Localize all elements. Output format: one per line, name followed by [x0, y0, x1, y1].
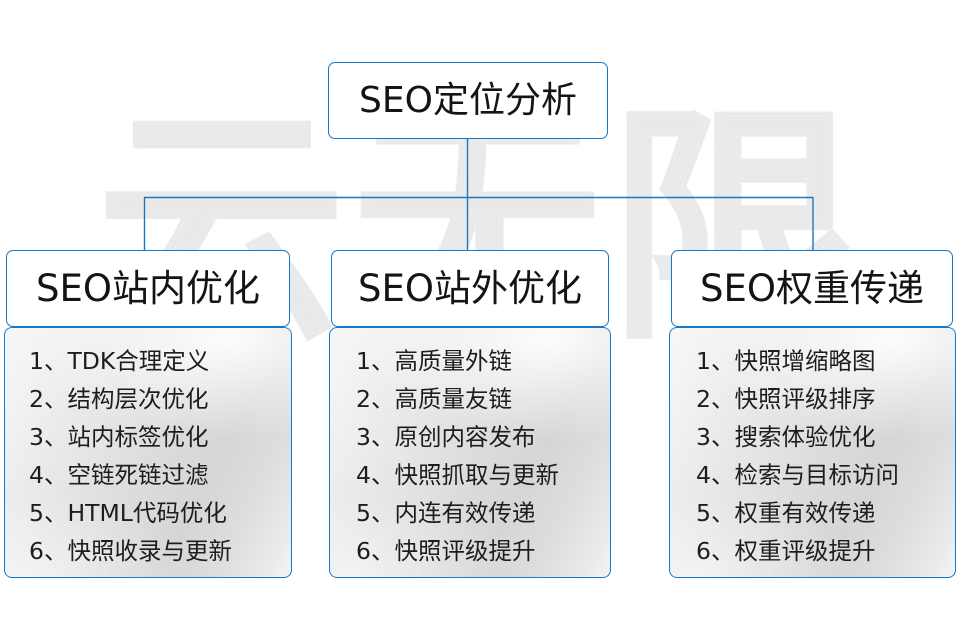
list-item[interactable]: 4、检索与目标访问	[696, 461, 899, 489]
list-item[interactable]: 2、高质量友链	[356, 385, 512, 413]
list-item[interactable]: 2、快照评级排序	[696, 385, 876, 413]
branch-node-3-title: SEO权重传递	[700, 267, 924, 310]
list-item[interactable]: 6、权重评级提升	[696, 537, 876, 565]
branch-1-item-list: 1、TDK合理定义 2、结构层次优化 3、站内标签优化 4、空链死链过滤 5、H…	[5, 342, 291, 570]
list-item[interactable]: 6、快照评级提升	[356, 537, 536, 565]
list-item[interactable]: 3、站内标签优化	[29, 423, 209, 451]
list-item[interactable]: 2、结构层次优化	[29, 385, 209, 413]
list-item[interactable]: 3、原创内容发布	[356, 423, 536, 451]
branch-node-2[interactable]: SEO站外优化	[331, 250, 609, 327]
list-item[interactable]: 1、快照增缩略图	[696, 347, 876, 375]
branch-node-3[interactable]: SEO权重传递	[671, 250, 953, 327]
list-item[interactable]: 1、TDK合理定义	[29, 347, 210, 375]
branch-node-1[interactable]: SEO站内优化	[6, 250, 290, 327]
list-item[interactable]: 1、高质量外链	[356, 347, 512, 375]
branch-panel-2: 1、高质量外链 2、高质量友链 3、原创内容发布 4、快照抓取与更新 5、内连有…	[329, 327, 611, 578]
branch-node-2-title: SEO站外优化	[358, 267, 582, 310]
branch-3-item-list: 1、快照增缩略图 2、快照评级排序 3、搜索体验优化 4、检索与目标访问 5、权…	[670, 342, 955, 570]
list-item[interactable]: 5、权重有效传递	[696, 499, 876, 527]
root-node[interactable]: SEO定位分析	[328, 62, 608, 139]
list-item[interactable]: 4、空链死链过滤	[29, 461, 209, 489]
branch-panel-3: 1、快照增缩略图 2、快照评级排序 3、搜索体验优化 4、检索与目标访问 5、权…	[669, 327, 956, 578]
list-item[interactable]: 5、HTML代码优化	[29, 499, 227, 527]
branch-panel-1: 1、TDK合理定义 2、结构层次优化 3、站内标签优化 4、空链死链过滤 5、H…	[4, 327, 292, 578]
branch-node-1-title: SEO站内优化	[36, 267, 260, 310]
branch-2-item-list: 1、高质量外链 2、高质量友链 3、原创内容发布 4、快照抓取与更新 5、内连有…	[330, 342, 610, 570]
list-item[interactable]: 6、快照收录与更新	[29, 537, 232, 565]
root-node-title: SEO定位分析	[359, 79, 577, 121]
list-item[interactable]: 3、搜索体验优化	[696, 423, 876, 451]
list-item[interactable]: 4、快照抓取与更新	[356, 461, 559, 489]
list-item[interactable]: 5、内连有效传递	[356, 499, 536, 527]
